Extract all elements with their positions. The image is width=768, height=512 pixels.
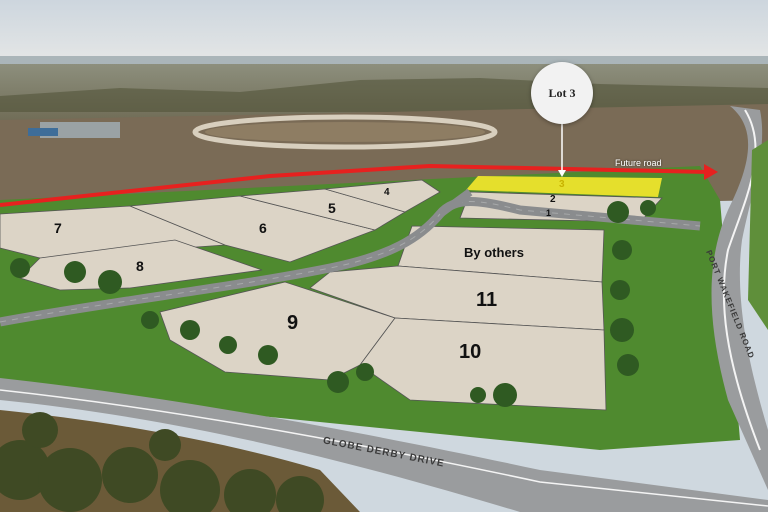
globe-derby-drive (0, 378, 768, 512)
track-infield (205, 122, 485, 142)
lot-3-callout: Lot 3 (531, 62, 593, 124)
pad-lot-6 (129, 195, 377, 263)
lot-10-label: 10 (459, 341, 482, 363)
sea (0, 56, 768, 66)
lot-6-label: 6 (259, 220, 267, 236)
site-access-road (437, 188, 473, 218)
race-track (192, 114, 498, 150)
lot-3-label: 3 (559, 179, 565, 190)
pad-lot-4 (324, 179, 441, 213)
median-grass (748, 140, 768, 330)
grandstand (40, 122, 120, 138)
lot-8-label: 8 (136, 258, 144, 274)
future-road-arrowhead (704, 164, 718, 180)
lot-5-label: 5 (328, 200, 336, 216)
lot-1-label: 1 (546, 208, 552, 218)
pad-lot-9 (159, 281, 396, 381)
sky (0, 0, 768, 62)
lot-4-label: 4 (384, 187, 390, 198)
lot-2-label: 2 (550, 194, 556, 205)
lot-3-callout-label: Lot 3 (548, 85, 576, 100)
port-wakefield-road (711, 106, 768, 490)
highlight-lot-3 (466, 176, 662, 197)
pin-pointer-tip (558, 170, 566, 177)
internal-road-inner (0, 201, 701, 323)
roadside-trees (10, 200, 656, 407)
future-road-line (0, 163, 709, 207)
lot-7-label: 7 (54, 220, 62, 236)
tree-cluster (0, 412, 324, 512)
globe-derby-line (0, 389, 768, 507)
future-road-label: Future road (615, 158, 662, 168)
lot-9-label: 9 (287, 312, 299, 334)
by-others-label: By others (464, 245, 524, 260)
lot-11-label: 11 (476, 289, 498, 311)
blue-building (28, 128, 58, 136)
